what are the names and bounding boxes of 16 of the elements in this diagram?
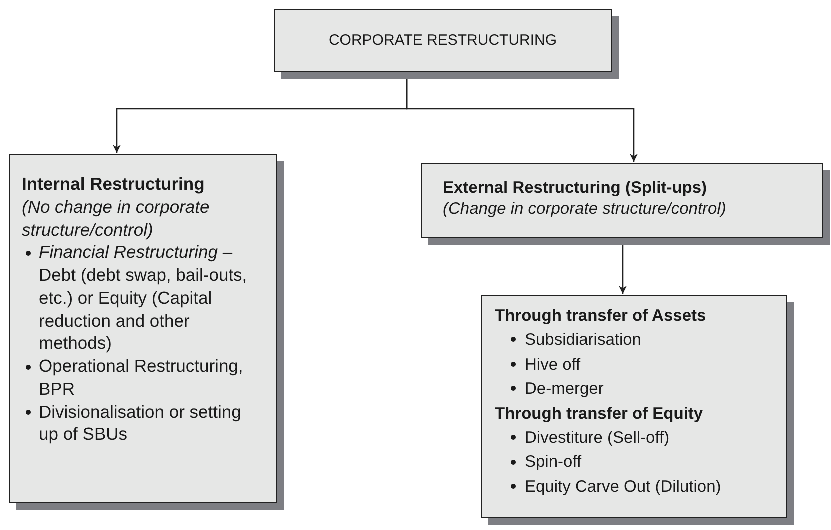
- list-item: Equity Carve Out (Dilution): [525, 478, 722, 496]
- list-item: Subsidiarisation: [525, 331, 642, 350]
- box-subtitle: (Change in corporate structure/control): [443, 199, 728, 220]
- list-item: Divisionalisation or setting up of SBUs: [39, 402, 242, 444]
- list-item: Spin-off: [525, 453, 582, 472]
- list-item: Divestiture (Sell-off): [525, 429, 670, 448]
- box-heading: Internal Restructuring: [22, 173, 206, 196]
- box-heading: External Restructuring (Split-ups): [443, 178, 708, 199]
- box-subtitle: (No change in corporate structure/control): [22, 196, 211, 242]
- box-title: CORPORATE RESTRUCTURING: [328, 32, 558, 50]
- list-item: Operational Restructuring, BPR: [39, 356, 244, 399]
- list-item: Financial Restructuring – Debt (debt swap, bail-outs, etc.) or Equity (Capital reduction and other methods): [39, 242, 248, 354]
- box-heading: Through transfer of Equity: [495, 404, 704, 425]
- list-item: De-merger: [525, 380, 604, 398]
- list-item: Hive off: [525, 356, 581, 374]
- box-heading: Through transfer of Assets: [495, 306, 708, 327]
